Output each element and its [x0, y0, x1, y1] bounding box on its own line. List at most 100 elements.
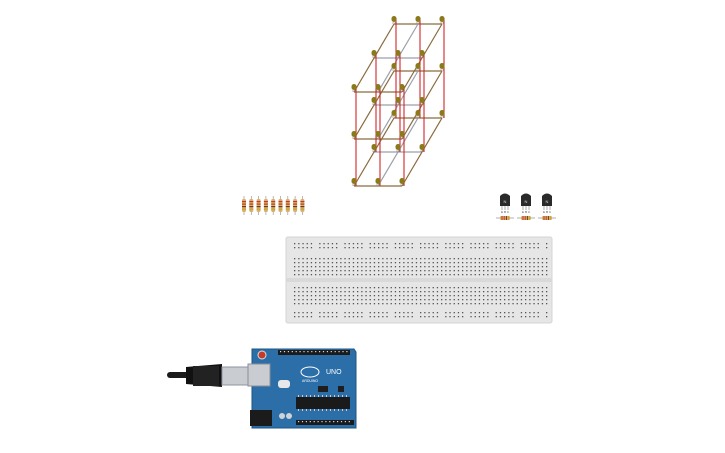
header-pin [298, 421, 300, 423]
breadboard-hole [533, 247, 535, 249]
led[interactable] [391, 16, 397, 24]
led[interactable] [415, 63, 421, 71]
breadboard-hole [336, 287, 338, 289]
base-resistor[interactable] [538, 216, 556, 220]
breadboard[interactable] [285, 236, 553, 324]
breadboard-hole [357, 266, 359, 268]
breadboard-hole [390, 266, 392, 268]
led[interactable] [399, 84, 405, 92]
breadboard-hole [537, 316, 539, 318]
led[interactable] [439, 110, 445, 118]
breadboard-hole [390, 303, 392, 305]
led[interactable] [351, 84, 357, 92]
analog-power-header[interactable] [296, 420, 354, 425]
led-body [371, 97, 377, 103]
breadboard-hole [348, 303, 350, 305]
breadboard-hole [365, 303, 367, 305]
breadboard-hole [529, 291, 531, 293]
resistor[interactable] [271, 196, 276, 215]
breadboard-hole [403, 270, 405, 272]
usb-cable[interactable] [167, 364, 249, 387]
usb-b-port[interactable] [247, 363, 271, 387]
breadboard-hole [424, 316, 426, 318]
base-resistor[interactable] [496, 216, 514, 220]
breadboard-hole [310, 295, 313, 297]
breadboard-hole [310, 303, 313, 305]
led-body [419, 97, 425, 103]
resistor[interactable] [263, 196, 268, 215]
led[interactable] [395, 97, 401, 105]
led[interactable] [415, 110, 421, 118]
digital-header[interactable] [278, 350, 350, 355]
header-pin [319, 351, 321, 353]
led[interactable] [371, 97, 377, 105]
arduino-uno-board[interactable]: UNO ARDUINO [247, 348, 357, 429]
led[interactable] [375, 178, 381, 186]
resistor[interactable] [278, 196, 283, 215]
resistor[interactable] [249, 196, 254, 215]
breadboard-hole [302, 291, 304, 293]
resistor[interactable] [293, 196, 298, 215]
chip-pin [334, 409, 335, 411]
led[interactable] [399, 131, 405, 139]
led[interactable] [351, 131, 357, 139]
led[interactable] [395, 144, 401, 152]
breadboard-hole [378, 299, 380, 301]
breadboard-hole [302, 270, 304, 272]
resistor[interactable] [256, 196, 261, 215]
led[interactable] [391, 63, 397, 71]
breadboard-hole [546, 270, 548, 272]
breadboard-hole [327, 291, 329, 293]
base-resistor[interactable] [517, 216, 535, 220]
led-body [375, 178, 381, 184]
led[interactable] [371, 144, 377, 152]
breadboard-hole [525, 266, 527, 268]
breadboard-hole [373, 258, 376, 260]
breadboard-hole [436, 266, 439, 268]
led[interactable] [371, 50, 377, 58]
led-cube[interactable] [351, 16, 445, 187]
breadboard-hole [474, 247, 476, 249]
resistor[interactable] [300, 196, 305, 215]
breadboard-hole [466, 266, 468, 268]
led[interactable] [439, 16, 445, 24]
breadboard-hole [357, 303, 359, 305]
resistor-band [300, 203, 305, 205]
breadboard-hole [399, 299, 401, 301]
breadboard-hole [541, 270, 544, 272]
breadboard-hole [436, 303, 439, 305]
resistor-row[interactable] [242, 196, 305, 215]
breadboard-hole [357, 247, 359, 249]
breadboard-hole [483, 258, 485, 260]
led[interactable] [415, 16, 421, 24]
breadboard-hole [445, 316, 447, 318]
reset-button[interactable] [257, 350, 267, 360]
breadboard-hole [378, 303, 380, 305]
led[interactable] [399, 178, 405, 186]
led[interactable] [375, 84, 381, 92]
breadboard-hole [520, 287, 523, 289]
chip-pin [338, 395, 339, 397]
led[interactable] [419, 50, 425, 58]
power-jack[interactable] [250, 410, 272, 426]
led[interactable] [439, 63, 445, 71]
breadboard-hole [432, 287, 434, 289]
resistor[interactable] [242, 196, 246, 215]
breadboard-hole [436, 299, 439, 301]
led[interactable] [375, 131, 381, 139]
led[interactable] [351, 178, 357, 186]
led[interactable] [419, 144, 425, 152]
breadboard-hole [499, 287, 502, 289]
led[interactable] [391, 110, 397, 118]
led[interactable] [395, 50, 401, 58]
breadboard-hole [525, 287, 527, 289]
resistor[interactable] [285, 196, 290, 215]
breadboard-hole [407, 247, 409, 249]
led[interactable] [419, 97, 425, 105]
breadboard-hole [315, 299, 317, 301]
